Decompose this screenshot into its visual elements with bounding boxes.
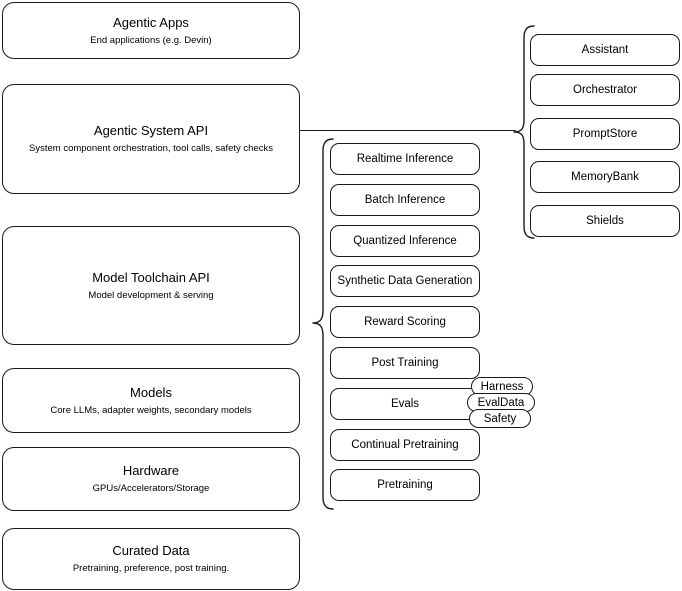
layer-hardware[interactable]: Hardware GPUs/Accelerators/Storage bbox=[2, 447, 300, 511]
toolchain-item-reward-scoring[interactable]: Reward Scoring bbox=[330, 306, 480, 338]
eval-subitem-safety[interactable]: Safety bbox=[469, 409, 531, 428]
layer-title: Models bbox=[130, 384, 172, 400]
chip-label: Shields bbox=[586, 215, 624, 227]
toolchain-item-pretraining[interactable]: Pretraining bbox=[330, 469, 480, 501]
chip-label: Pretraining bbox=[377, 479, 433, 491]
toolchain-item-quantized-inference[interactable]: Quantized Inference bbox=[330, 225, 480, 257]
layer-subtitle: End applications (e.g. Devin) bbox=[90, 34, 212, 46]
chip-label: Batch Inference bbox=[364, 194, 446, 206]
layer-agentic-system-api[interactable]: Agentic System API System component orch… bbox=[2, 84, 300, 194]
chip-label: Synthetic Data Generation bbox=[337, 275, 473, 287]
layer-title: Model Toolchain API bbox=[92, 269, 210, 285]
eval-subitem-harness[interactable]: Harness bbox=[471, 377, 533, 396]
toolchain-item-continual-pretraining[interactable]: Continual Pretraining bbox=[330, 429, 480, 461]
layer-subtitle: Model development & serving bbox=[88, 289, 214, 301]
connector-system-api-to-components bbox=[300, 130, 516, 132]
pill-label: EvalData bbox=[477, 396, 525, 409]
toolchain-item-synthetic-data-generation[interactable]: Synthetic Data Generation bbox=[330, 265, 480, 297]
layer-title: Agentic System API bbox=[93, 123, 209, 138]
chip-label: Assistant bbox=[581, 44, 629, 56]
eval-subitem-evaldata[interactable]: EvalData bbox=[467, 393, 535, 412]
layer-title: Curated Data bbox=[112, 543, 190, 558]
layer-curated-data[interactable]: Curated Data Pretraining, preference, po… bbox=[2, 528, 300, 590]
layer-title: Agentic Apps bbox=[113, 14, 189, 30]
pill-label: Harness bbox=[480, 380, 524, 393]
toolchain-item-post-training[interactable]: Post Training bbox=[330, 347, 480, 379]
toolchain-item-realtime-inference[interactable]: Realtime Inference bbox=[330, 143, 480, 175]
system-item-assistant[interactable]: Assistant bbox=[530, 34, 680, 66]
chip-label: Evals bbox=[390, 398, 420, 410]
layer-subtitle: Core LLMs, adapter weights, secondary mo… bbox=[50, 404, 252, 416]
layer-model-toolchain-api[interactable]: Model Toolchain API Model development & … bbox=[2, 226, 300, 345]
toolchain-item-evals[interactable]: Evals bbox=[330, 388, 480, 420]
layer-subtitle: System component orchestration, tool cal… bbox=[29, 143, 273, 154]
system-item-orchestrator[interactable]: Orchestrator bbox=[530, 74, 680, 106]
chip-label: PromptStore bbox=[572, 128, 638, 140]
system-item-promptstore[interactable]: PromptStore bbox=[530, 118, 680, 150]
layer-subtitle: Pretraining, preference, post training. bbox=[72, 563, 230, 574]
chip-label: Post Training bbox=[371, 357, 439, 369]
system-item-shields[interactable]: Shields bbox=[530, 205, 680, 237]
chip-label: Reward Scoring bbox=[364, 316, 446, 328]
chip-label: MemoryBank bbox=[571, 171, 639, 183]
toolchain-item-batch-inference[interactable]: Batch Inference bbox=[330, 184, 480, 216]
system-item-memorybank[interactable]: MemoryBank bbox=[530, 161, 680, 193]
chip-label: Orchestrator bbox=[573, 84, 637, 96]
chip-label: Quantized Inference bbox=[353, 235, 457, 247]
toolchain-brace bbox=[300, 138, 334, 516]
chip-label: Realtime Inference bbox=[356, 153, 454, 165]
chip-label: Continual Pretraining bbox=[351, 439, 459, 451]
layer-title: Hardware bbox=[122, 463, 180, 478]
layer-subtitle: GPUs/Accelerators/Storage bbox=[92, 483, 210, 494]
pill-label: Safety bbox=[483, 412, 517, 425]
layer-agentic-apps[interactable]: Agentic Apps End applications (e.g. Devi… bbox=[2, 2, 300, 59]
layer-models[interactable]: Models Core LLMs, adapter weights, secon… bbox=[2, 368, 300, 433]
